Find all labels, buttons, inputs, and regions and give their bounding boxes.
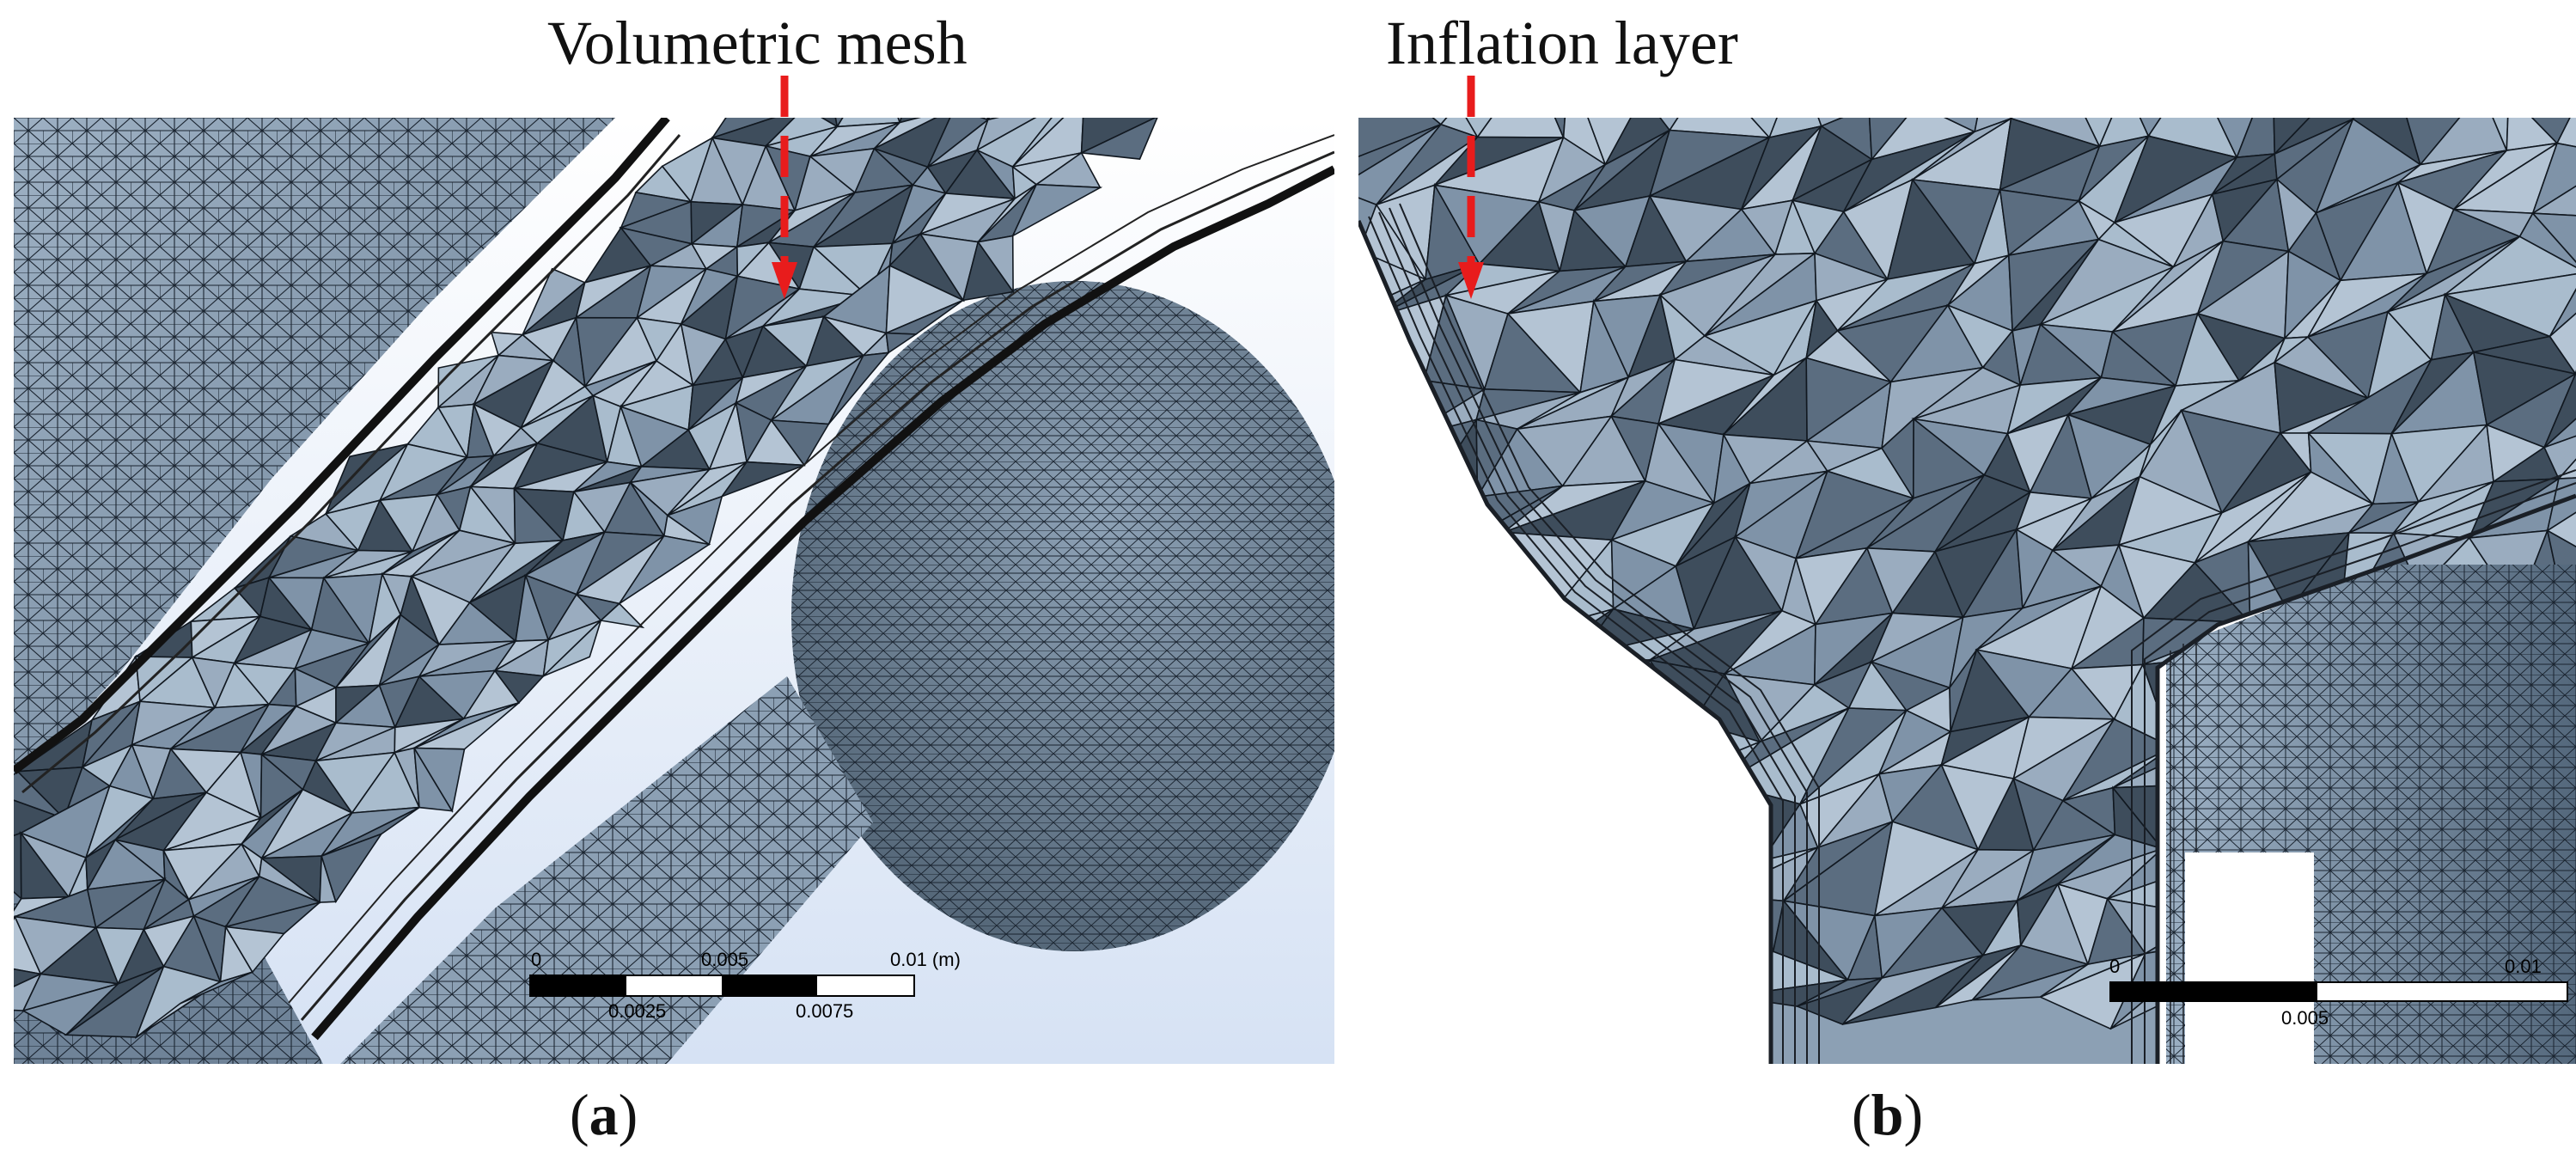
mesh-element — [2530, 212, 2576, 274]
mesh-element — [14, 968, 44, 987]
volumetric-mesh-label: Volumetric mesh — [547, 9, 968, 77]
scale-bar-b-label-0: 0 — [2109, 956, 2121, 977]
mesh-element — [2272, 118, 2350, 156]
mesh-element — [493, 669, 546, 705]
mesh-element — [770, 419, 830, 467]
mesh-element — [976, 235, 1014, 295]
panel-a-mesh-render: 0 0.005 0.01 (m) 0.0025 0.0075 — [14, 118, 1334, 1064]
panel-b-scale-bar: 0 0.01 0.005 — [2109, 956, 2576, 1037]
panel-b-mesh-render: 0 0.01 0.005 — [1358, 118, 2576, 1064]
mesh-element — [1457, 118, 1532, 138]
mesh-element — [2531, 142, 2576, 216]
scale-bar-a-label-0005: 0.005 — [701, 949, 749, 970]
mesh-element — [1078, 118, 1158, 160]
mesh-element — [719, 461, 805, 498]
mesh-element — [2530, 154, 2576, 219]
scale-bar-a-label-001: 0.01 (m) — [890, 949, 961, 970]
mesh-element — [827, 351, 890, 425]
mesh-element — [542, 620, 602, 677]
scale-bar-b-label-0005: 0.005 — [2281, 1007, 2329, 1029]
mesh-element — [599, 602, 645, 629]
mesh-element — [2555, 118, 2576, 157]
scale-bar-a-label-00025: 0.0025 — [608, 1000, 667, 1022]
scale-bar-a-label-0: 0 — [531, 949, 542, 970]
mesh-element — [619, 535, 711, 605]
caption-b-letter: b — [1871, 1082, 1904, 1147]
mesh-element — [412, 747, 466, 813]
mesh-element — [224, 926, 285, 974]
scale-bar-a-segments — [529, 975, 915, 997]
panel-a-mesh-svg — [14, 118, 1334, 1064]
mesh-element — [2543, 425, 2576, 480]
caption-b: (b) — [1852, 1082, 1924, 1147]
scale-bar-b-segments — [2109, 981, 2568, 1002]
panel-b-mesh-svg — [1358, 118, 2576, 1064]
scale-bar-a-label-00075: 0.0075 — [796, 1000, 854, 1022]
inflation-layer-label: Inflation layer — [1386, 9, 1738, 77]
mesh-element — [1010, 183, 1103, 238]
caption-a: (a) — [570, 1082, 638, 1147]
mesh-element — [885, 332, 919, 354]
mesh-element — [2549, 291, 2576, 376]
volumetric-mesh-band — [14, 118, 1158, 1039]
mesh-element — [320, 832, 383, 904]
mesh-element — [666, 495, 723, 546]
mesh-element — [1529, 118, 1570, 138]
caption-a-letter: a — [589, 1082, 619, 1147]
mesh-element — [2543, 373, 2576, 449]
mesh-element — [180, 971, 253, 1005]
panel-a-scale-bar: 0 0.005 0.01 (m) 0.0025 0.0075 — [529, 949, 961, 1030]
mesh-element — [1915, 118, 1987, 133]
scale-bar-b-label-001: 0.01 — [2505, 956, 2542, 977]
mesh-element — [2507, 118, 2576, 145]
mesh-element — [2124, 118, 2196, 137]
